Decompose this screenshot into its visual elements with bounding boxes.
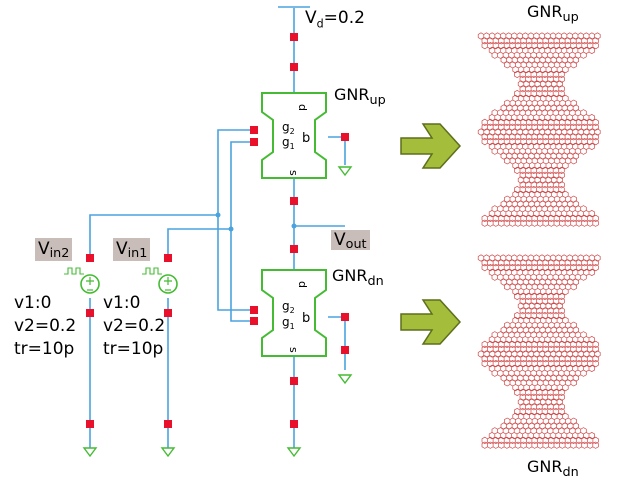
right-arrow-icon [400,299,462,345]
lattice-bottom-label: GNRdn [527,457,579,481]
gnr-up-device [261,92,327,179]
gnr-up-device-body [261,92,327,179]
vin1-to-dn-g1-wire [230,229,255,322]
vin1-source [142,267,178,294]
node-square [250,306,258,314]
node-square [86,309,94,317]
source-param-line: v1:0 [14,293,52,313]
vout-label: Vout [331,230,370,252]
node-square [290,63,298,71]
up-drain-pin-label: d [296,104,309,111]
dn-back-gate-pin-label: b [302,311,310,326]
node-square [341,313,349,321]
gnr-up-label: GNRup [334,85,386,109]
dn-source-pin-label: s [287,347,300,353]
node-square [250,138,258,146]
gnr-dn-device [261,269,327,357]
source-param-line: tr=10p [14,339,75,359]
source-param-line: v1:0 [103,293,141,313]
junction-dot [291,223,297,229]
ground-icon [160,447,176,458]
up-back-gate-pin-label: b [302,131,310,146]
vin1-source-plus [164,277,172,285]
node-markers [86,33,349,428]
dn-g1-pin-label: g1 [282,315,295,331]
arrows [400,123,462,345]
node-square [86,254,94,262]
node-square [290,197,298,205]
device-pin-labels: d s b g2 g1 d s b g2 g1 [282,104,310,353]
vd-label: Vd=0.2 [305,8,365,31]
node-square [250,126,258,134]
node-square [290,377,298,385]
ground-symbols [82,166,353,458]
dn-drain-pin-label: d [296,281,309,288]
node-square [290,420,298,428]
source-param-line: tr=10p [103,339,164,359]
vin1-node-wire [167,141,255,258]
junction-dots [215,212,297,232]
dn-g2-pin-label: g2 [282,299,295,315]
node-square [86,420,94,428]
node-square [290,33,298,41]
vin2-source-params: v1:0 v2=0.2 tr=10p [14,292,76,361]
node-square [341,133,349,141]
node-square [164,254,172,262]
node-square [341,346,349,354]
up-g2-pin-label: g2 [282,120,295,136]
lattice-top-label: GNRup [527,2,579,26]
vin2-source [64,267,100,294]
source-param-line: v2=0.2 [14,316,77,336]
pulse-icon [64,267,84,275]
vin2-label: Vin2 [35,238,73,261]
node-square [164,309,172,317]
node-square [290,245,298,253]
ground-icon [337,374,353,385]
source-param-line: v2=0.2 [103,316,166,336]
node-square [164,420,172,428]
node-square [250,317,258,325]
up-source-pin-label: s [287,170,300,176]
gnr-dn-label: GNRdn [332,266,384,290]
ground-icon [337,166,353,177]
wires [89,6,346,448]
vin2-source-circle [80,274,100,294]
vin1-source-circle [158,274,178,294]
vin2-source-plus [86,277,94,285]
pulse-icon [142,267,162,275]
up-g1-pin-label: g1 [282,135,295,151]
vin1-source-params: v1:0 v2=0.2 tr=10p [103,292,165,361]
ground-icon [82,447,98,458]
hexagon-lattice [477,32,601,227]
up-back-gate-wire [328,136,346,165]
ground-icon [286,447,302,458]
gnr-dn-device-body [261,269,327,357]
vin2-to-dn-g2-wire [217,215,255,311]
hexagon-lattice [477,254,601,449]
dn-back-gate-wire [328,316,346,370]
right-arrow-icon [400,123,462,169]
junction-dot [215,212,221,218]
gnr-dn-lattice [477,254,601,449]
vin1-label: Vin1 [113,238,151,261]
gnr-up-lattice [477,32,601,227]
junction-dot [228,226,234,232]
